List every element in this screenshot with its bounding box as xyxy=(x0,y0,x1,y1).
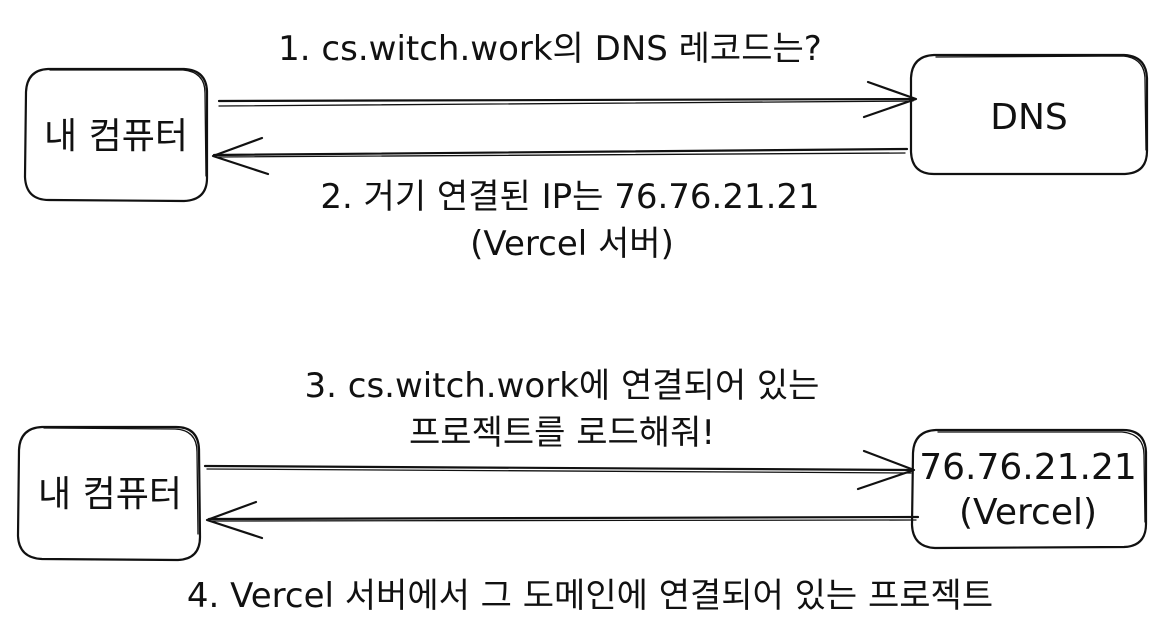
arrow-step3-shaft-sketch xyxy=(206,468,912,474)
arrow-step4-head xyxy=(205,500,264,540)
vercel-box: 76.76.21.21 (Vercel) xyxy=(910,428,1148,550)
step3-label-line2: 프로젝트를 로드해줘! xyxy=(409,413,715,453)
arrow-step4 xyxy=(205,500,920,540)
client-box-bottom-outline xyxy=(16,425,202,562)
arrow-step3-shaft xyxy=(203,464,915,472)
arrow-step4-shaft-sketch xyxy=(210,519,917,522)
arrow-step2-head xyxy=(211,136,270,176)
arrow-step3 xyxy=(203,449,916,491)
client-box-top-sketch xyxy=(49,69,207,177)
step4-label: 4. Vercel 서버에서 그 도메인에 연결되어 있는 프로젝트 xyxy=(187,576,993,616)
step2-label-line1: 2. 거기 연결된 IP는 76.76.21.21 xyxy=(320,177,819,217)
client-box-top-outline xyxy=(23,67,209,203)
step3-label-line1: 3. cs.witch.work에 연결되어 있는 xyxy=(305,366,820,406)
vercel-box-sketch xyxy=(937,431,1146,523)
arrow-step3-head xyxy=(856,449,916,491)
dns-label: DNS xyxy=(990,97,1068,138)
step1-label: 1. cs.witch.work의 DNS 레코드는? xyxy=(278,29,822,69)
arrow-step2 xyxy=(211,136,909,176)
client-label-2: 내 컴퓨터 xyxy=(38,474,182,515)
arrow-step4-shaft xyxy=(207,515,920,521)
server-name-label: (Vercel) xyxy=(959,492,1097,533)
dns-box-outline xyxy=(909,53,1149,176)
dns-box-sketch xyxy=(935,55,1147,151)
client-box-bottom-sketch xyxy=(43,427,199,535)
arrow-step2-shaft xyxy=(212,147,909,157)
vercel-request-section: 내 컴퓨터 76.76.21.21 (Vercel) 3. cs.witch.w… xyxy=(16,366,1148,616)
dns-box: DNS xyxy=(909,53,1149,176)
arrow-step1-head xyxy=(862,80,918,119)
arrow-step1-shaft-sketch xyxy=(218,100,914,107)
step2-label-line2: (Vercel 서버) xyxy=(470,224,674,264)
arrow-step1-shaft xyxy=(217,97,917,103)
server-ip-label: 76.76.21.21 xyxy=(919,447,1137,488)
client-box-bottom: 내 컴퓨터 xyxy=(16,425,202,562)
client-box-top: 내 컴퓨터 xyxy=(23,67,209,203)
arrow-step2-shaft-sketch xyxy=(215,152,906,158)
dns-lookup-section: 내 컴퓨터 DNS 1. cs.witch.work의 DNS 레코드는? 2.… xyxy=(23,29,1149,264)
vercel-box-outline xyxy=(910,428,1148,550)
client-label: 내 컴퓨터 xyxy=(44,116,188,157)
arrow-step1 xyxy=(217,80,918,119)
